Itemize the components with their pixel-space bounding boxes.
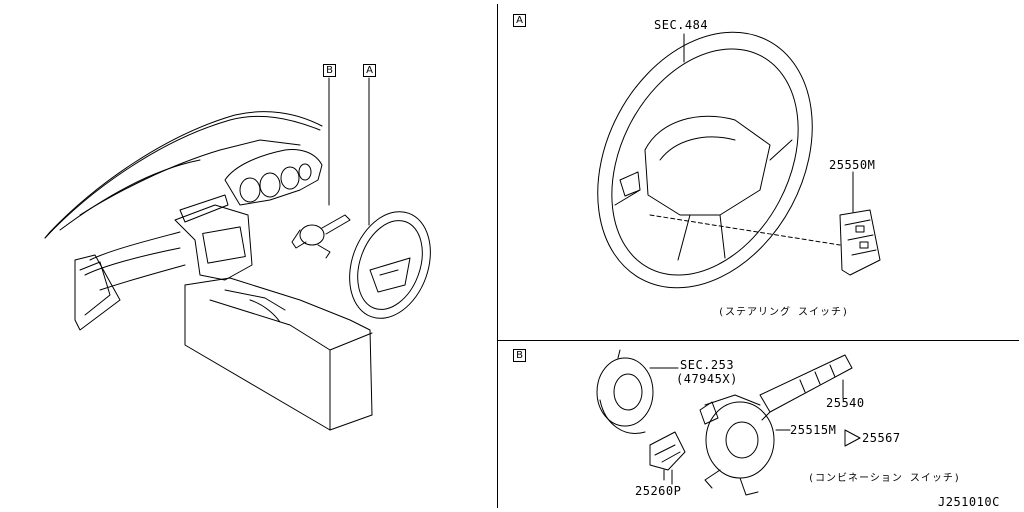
callout-b-box: B [323, 64, 336, 77]
panel-a-tag: A [513, 14, 526, 27]
panel-b-part-25567: 25567 [862, 431, 901, 445]
panel-b-part-25260p: 25260P [635, 484, 682, 498]
panel-b-part-25515m: 25515M [790, 423, 837, 437]
drawing-id: J251010C [938, 495, 1000, 509]
panel-b-tag: B [513, 349, 526, 362]
panel-b-caption: (コンビネーション スイッチ) [808, 473, 961, 484]
panel-b-sec-sub: (47945X) [676, 372, 738, 386]
panel-a-caption: (ステアリング スイッチ) [718, 307, 850, 318]
callout-a-box: A [363, 64, 376, 77]
panel-a-sec-ref: SEC.484 [654, 18, 709, 32]
panel-divider-vertical [497, 4, 498, 508]
dashboard-illustration [44, 77, 431, 431]
steering-wheel-illustration [597, 31, 881, 289]
panel-b-sec-ref: SEC.253 [680, 358, 735, 372]
panel-a-part-label: 25550M [829, 158, 876, 172]
panel-b-part-25540: 25540 [826, 396, 865, 410]
panel-divider-horizontal [497, 340, 1019, 341]
combination-switch-illustration [596, 349, 861, 496]
